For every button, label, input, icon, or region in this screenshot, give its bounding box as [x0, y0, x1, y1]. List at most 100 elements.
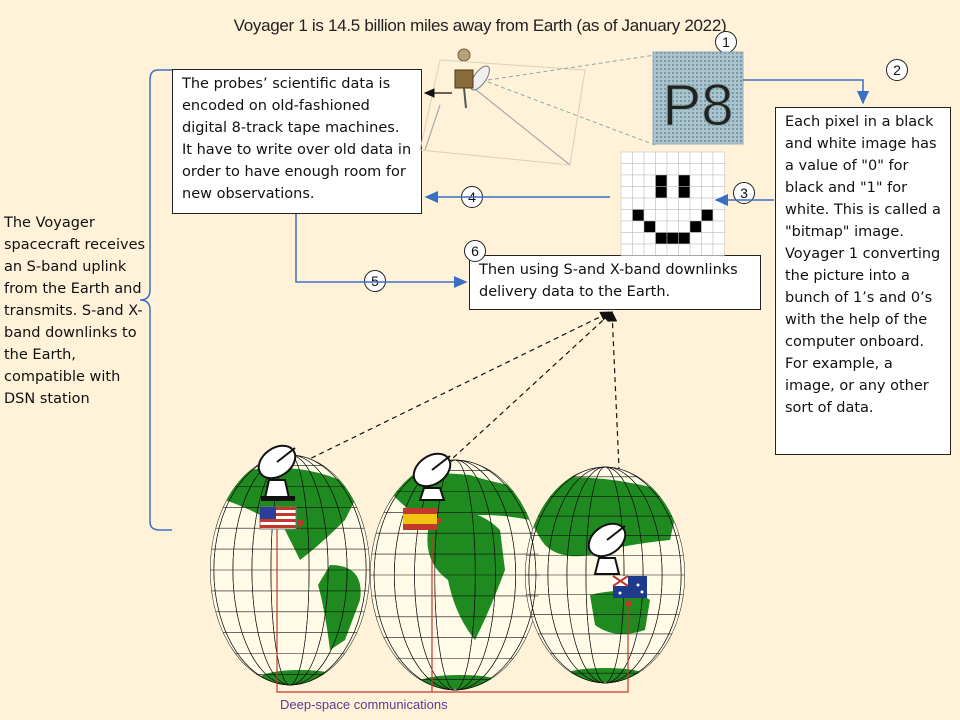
bitmap-pixel: [655, 243, 668, 256]
bitmap-pixel: [643, 186, 656, 199]
bitmap-pixel: [643, 220, 656, 233]
tape-storage-text: The probes’ scientific data is encoded o…: [182, 76, 412, 202]
bitmap-pixel: [632, 151, 645, 164]
bitmap-pixel: [666, 174, 679, 187]
map-meridian: [251, 454, 329, 686]
bitmap-pixel: [655, 197, 668, 210]
bitmap-pixel: [620, 174, 633, 187]
bitmap-pixel: [712, 163, 725, 176]
bitmap-pixel: [712, 174, 725, 187]
tape-storage-box: The probes’ scientific data is encoded o…: [172, 69, 422, 214]
bitmap-pixel: [666, 151, 679, 164]
map-meridian: [393, 459, 517, 691]
bitmap-pixel: [712, 220, 725, 233]
bitmap-pixel: [678, 197, 691, 210]
bitmap-pixel: [678, 232, 691, 245]
bitmap-pixel: [689, 163, 702, 176]
bitmap-pixel: [643, 197, 656, 210]
bitmap-pixel: [632, 186, 645, 199]
bitmap-pixel: [655, 209, 668, 222]
bitmap-pixel: [632, 220, 645, 233]
step-4-badge: 4: [461, 186, 483, 208]
bitmap-pixel: [689, 232, 702, 245]
bitmap-pixel: [678, 220, 691, 233]
downlink-box: Then using S-and X-band downlinks delive…: [469, 255, 761, 310]
world-map: [210, 454, 685, 691]
bitmap-pixel: [678, 174, 691, 187]
bitmap-pixel: [643, 209, 656, 222]
link-madrid: [439, 311, 613, 471]
bitmap-pixel: [655, 232, 668, 245]
bitmap-pixel: [712, 232, 725, 245]
step-6-badge: 6: [464, 240, 486, 262]
map-meridian: [232, 454, 348, 686]
map-meridian: [213, 454, 367, 686]
map-meridian: [270, 454, 310, 686]
bitmap-pixel: [689, 197, 702, 210]
bitmap-pixel: [712, 197, 725, 210]
map-meridian: [547, 466, 663, 684]
map-meridian: [232, 454, 348, 686]
dish-antenna-icon: [412, 452, 452, 501]
dish-antenna-icon: [587, 522, 627, 575]
bitmap-pixel: [620, 209, 633, 222]
bitmap-pixel: [666, 220, 679, 233]
spain-flag-icon: [403, 508, 442, 530]
bitmap-pixel: [620, 151, 633, 164]
bitmap-pixel: [643, 151, 656, 164]
bitmap-pixel: [666, 197, 679, 210]
bitmap-pixel: [620, 186, 633, 199]
bitmap-pixel: [643, 163, 656, 176]
bitmap-pixel: [701, 243, 714, 256]
caption: Deep-space communications: [280, 697, 448, 712]
bitmap-pixel: [655, 186, 668, 199]
bitmap-pixel: [712, 209, 725, 222]
bitmap-pixel: [632, 232, 645, 245]
bitmap-pixel: [701, 174, 714, 187]
bitmap-pixel: [701, 209, 714, 222]
arrow-to-bitmap-box: [743, 79, 869, 105]
map-meridian: [528, 466, 682, 684]
bitmap-pixel: [678, 163, 691, 176]
bitmap-grid: [620, 151, 725, 256]
map-meridian: [566, 466, 644, 684]
map-meridian: [585, 466, 625, 684]
map-meridian: [434, 459, 476, 691]
map-meridian: [547, 466, 663, 684]
map-meridian: [373, 459, 537, 691]
map-meridian: [414, 459, 496, 691]
pixel-image-label: P8: [663, 73, 734, 138]
bitmap-pixel: [655, 151, 668, 164]
bitmap-pixel: [678, 151, 691, 164]
map-meridian: [251, 454, 329, 686]
bitmap-pixel: [643, 232, 656, 245]
bitmap-pixel: [632, 209, 645, 222]
bitmap-pixel: [701, 186, 714, 199]
step-2-badge: 2: [886, 59, 908, 81]
link-canberra: [607, 310, 623, 536]
bitmap-pixel: [632, 197, 645, 210]
map-meridian: [270, 454, 310, 686]
downlink-text: Then using S-and X-band downlinks delive…: [479, 262, 738, 300]
map-meridian: [373, 459, 537, 691]
bitmap-pixel: [689, 220, 702, 233]
step-5-badge: 5: [364, 270, 386, 292]
bitmap-pixel: [678, 186, 691, 199]
map-meridian: [393, 459, 517, 691]
bitmap-pixel: [632, 163, 645, 176]
map-meridian: [528, 466, 682, 684]
step-3-badge: 3: [733, 182, 755, 204]
bitmap-pixel: [689, 243, 702, 256]
map-meridian: [566, 466, 644, 684]
australia-flag-icon: [612, 575, 647, 606]
bitmap-pixel: [643, 243, 656, 256]
step-1-badge: 1: [715, 31, 737, 53]
diagram-title: Voyager 1 is 14.5 billion miles away fro…: [233, 16, 727, 35]
bitmap-pixel: [666, 186, 679, 199]
bitmap-pixel: [620, 197, 633, 210]
bitmap-pixel: [712, 243, 725, 256]
link-goldstone: [286, 311, 612, 471]
bitmap-pixel: [701, 151, 714, 164]
bitmap-pixel: [666, 243, 679, 256]
map-meridian: [414, 459, 496, 691]
